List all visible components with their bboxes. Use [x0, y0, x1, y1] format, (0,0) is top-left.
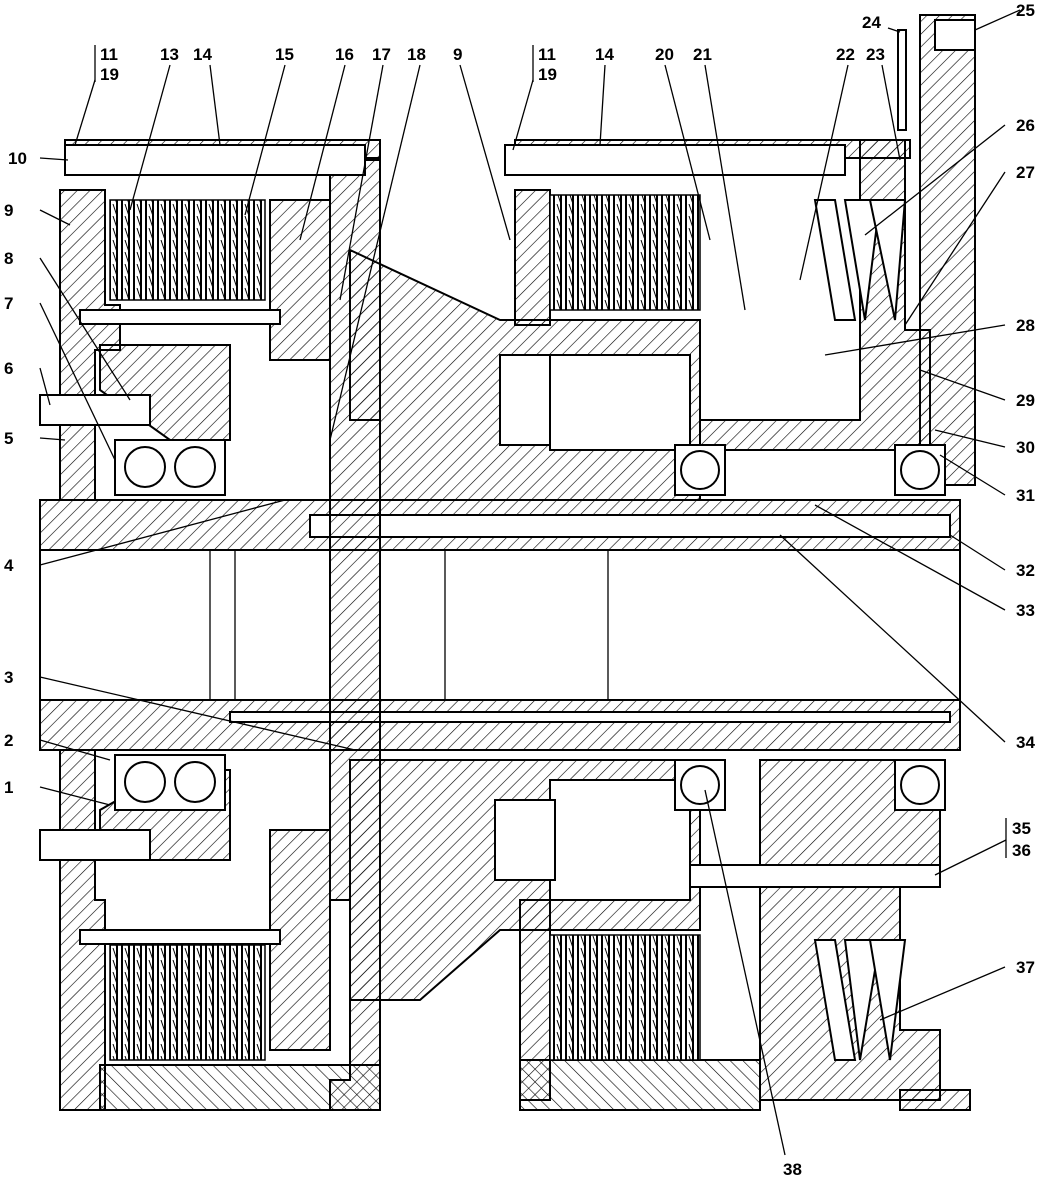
callout: 2: [4, 731, 13, 750]
callout: 9: [453, 45, 462, 64]
callout: 14: [595, 45, 614, 64]
callout: 3: [4, 668, 13, 687]
callout: 18: [407, 45, 426, 64]
left-clutch-pack-top: [109, 199, 266, 301]
callout: 19: [538, 65, 557, 84]
callout: 6: [4, 359, 13, 378]
bolts: [39, 29, 941, 888]
right-bearings: [674, 444, 946, 811]
callout: 24: [862, 13, 881, 32]
callout: 7: [4, 294, 13, 313]
left-bearings: [114, 439, 226, 811]
callout: 27: [1016, 163, 1035, 182]
right-clutch-pack-bottom: [549, 934, 701, 1061]
callout: 16: [335, 45, 354, 64]
callout: 8: [4, 249, 13, 268]
left-clutch-pack-bottom: [109, 944, 266, 1061]
callout: 5: [4, 429, 13, 448]
callout: 13: [160, 45, 179, 64]
callout: 1: [4, 778, 13, 797]
callout: 31: [1016, 486, 1035, 505]
callout: 17: [372, 45, 391, 64]
right-clutch-pack-top: [549, 194, 701, 311]
callout: 30: [1016, 438, 1035, 457]
callout: 38: [783, 1160, 802, 1179]
callout: 28: [1016, 316, 1035, 335]
callout: 36: [1012, 841, 1031, 860]
callout: 35: [1012, 819, 1031, 838]
callout: 9: [4, 201, 13, 220]
callout: 14: [193, 45, 212, 64]
leader-lines: [39, 9, 1021, 1156]
callout-labels: 11 19 11 19 35 36 13 14 15 16 17 18 9 14…: [4, 1, 1035, 1179]
main-shaft: [39, 499, 961, 751]
callout: 23: [866, 45, 885, 64]
callout: 21: [693, 45, 712, 64]
callout: 19: [100, 65, 119, 84]
callout: 11: [100, 45, 118, 64]
callout: 34: [1016, 733, 1035, 752]
callout: 20: [655, 45, 674, 64]
callout: 26: [1016, 116, 1035, 135]
callout: 37: [1016, 958, 1035, 977]
callout: 10: [8, 149, 27, 168]
callout: 15: [275, 45, 294, 64]
callout: 33: [1016, 601, 1035, 620]
callout: 32: [1016, 561, 1035, 580]
callout: 11: [538, 45, 556, 64]
callout: 22: [836, 45, 855, 64]
callout: 29: [1016, 391, 1035, 410]
right-housing: [514, 14, 976, 1111]
callout: 25: [1016, 1, 1035, 20]
callout: 4: [4, 556, 14, 575]
